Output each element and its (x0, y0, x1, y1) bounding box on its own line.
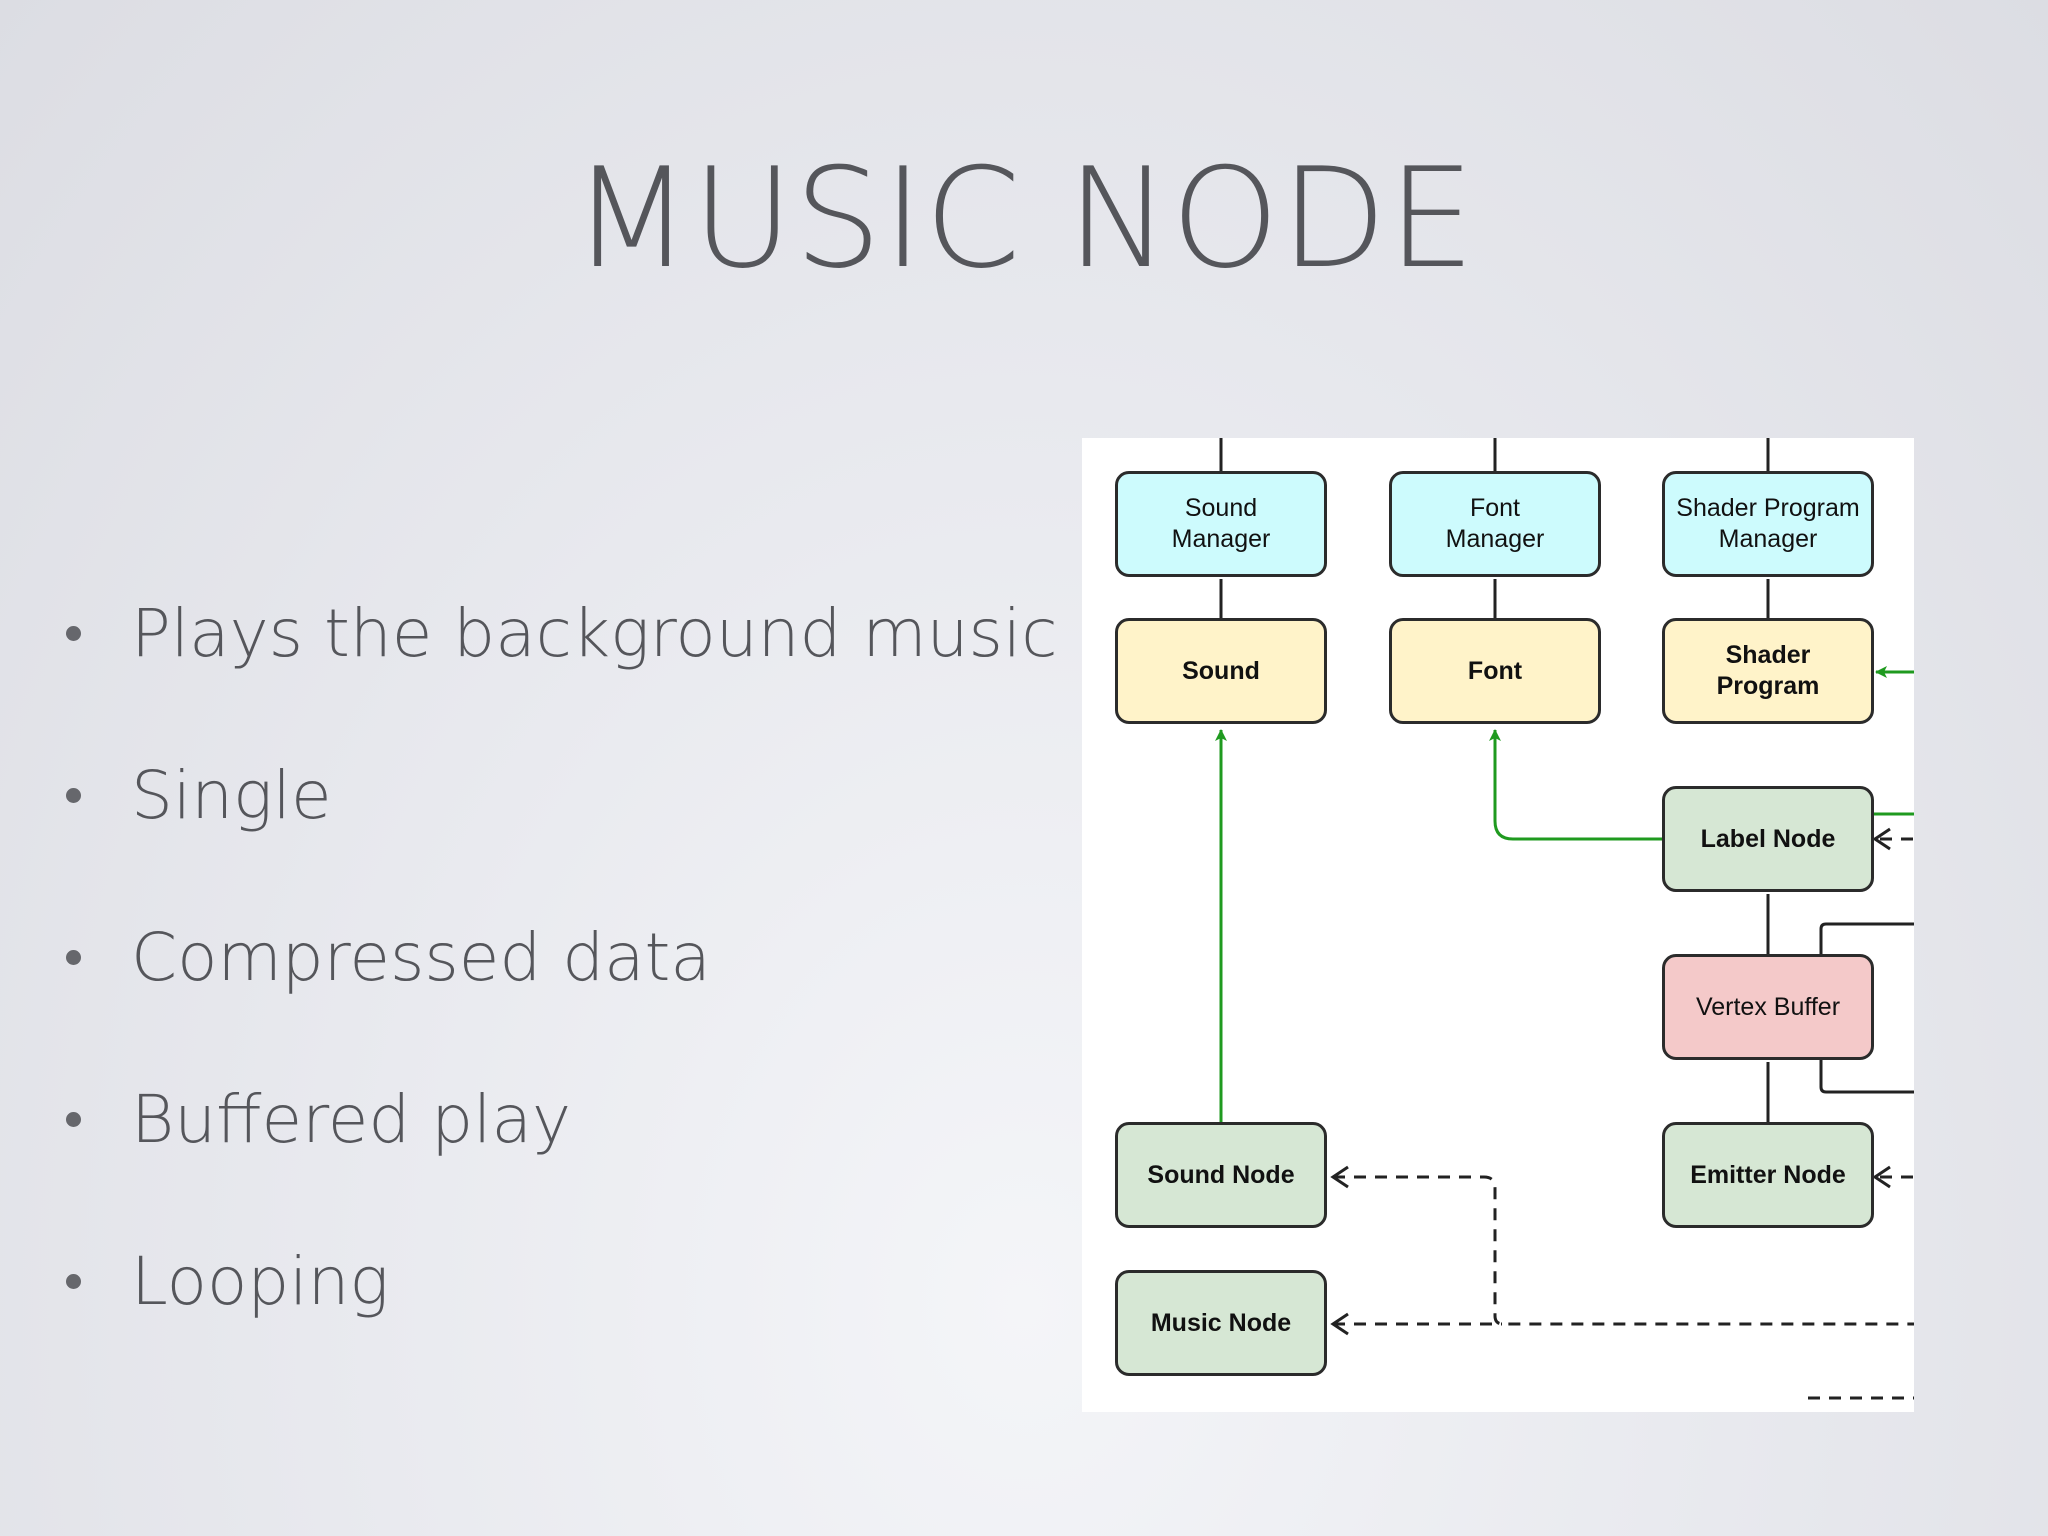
reference-arrows (1215, 666, 1914, 1124)
open-arrowhead-icon (1872, 827, 1891, 851)
open-arrowheads (1330, 827, 1891, 1336)
bullet-text: Plays the background music (131, 594, 1058, 672)
bullet-item: Single (66, 714, 1057, 876)
dependency-arrows (1333, 837, 1914, 1400)
bullet-text: Single (131, 756, 332, 834)
open-arrowhead-icon (1330, 1312, 1349, 1336)
open-arrowhead-icon (1330, 1165, 1349, 1189)
sound-node-box: Sound Node (1115, 1122, 1327, 1228)
music-node-box: Music Node (1115, 1270, 1327, 1376)
emitter-node: Emitter Node (1662, 1122, 1874, 1228)
dependency-arrow (1333, 1175, 1914, 1326)
sound-manager-node: Sound Manager (1115, 471, 1327, 577)
bullet-dot-icon (66, 625, 81, 641)
font-node-resource: Font (1389, 618, 1601, 724)
font-manager-node: Font Manager (1389, 471, 1601, 577)
diagram-connectors (1215, 438, 1914, 1400)
bullet-item: Looping (66, 1200, 1057, 1362)
shader-program-node: Shader Program (1662, 618, 1874, 724)
bullet-item: Compressed data (66, 876, 1057, 1038)
bullet-text: Compressed data (131, 918, 711, 996)
vertex-buffer-node: Vertex Buffer (1662, 954, 1874, 1060)
class-diagram: Sound Manager Font Manager Shader Progra… (1082, 438, 1914, 1412)
reference-arrow (1489, 729, 1662, 841)
bullet-dot-icon (66, 1273, 81, 1289)
bullet-dot-icon (66, 1111, 81, 1127)
sound-node-resource: Sound (1115, 618, 1327, 724)
bullet-dot-icon (66, 787, 81, 803)
bullet-dot-icon (66, 949, 81, 965)
open-arrowhead-icon (1872, 1165, 1891, 1189)
bullet-text: Looping (131, 1242, 390, 1320)
bullet-item: Buffered play (66, 1038, 1057, 1200)
slide-title: MUSIC NODE (572, 138, 1476, 299)
shader-program-manager-node: Shader Program Manager (1662, 471, 1874, 577)
bullet-item: Plays the background music (66, 552, 1057, 714)
label-node: Label Node (1662, 786, 1874, 892)
bullet-list: Plays the background music Single Compre… (66, 552, 1057, 1362)
bullet-text: Buffered play (131, 1080, 572, 1158)
